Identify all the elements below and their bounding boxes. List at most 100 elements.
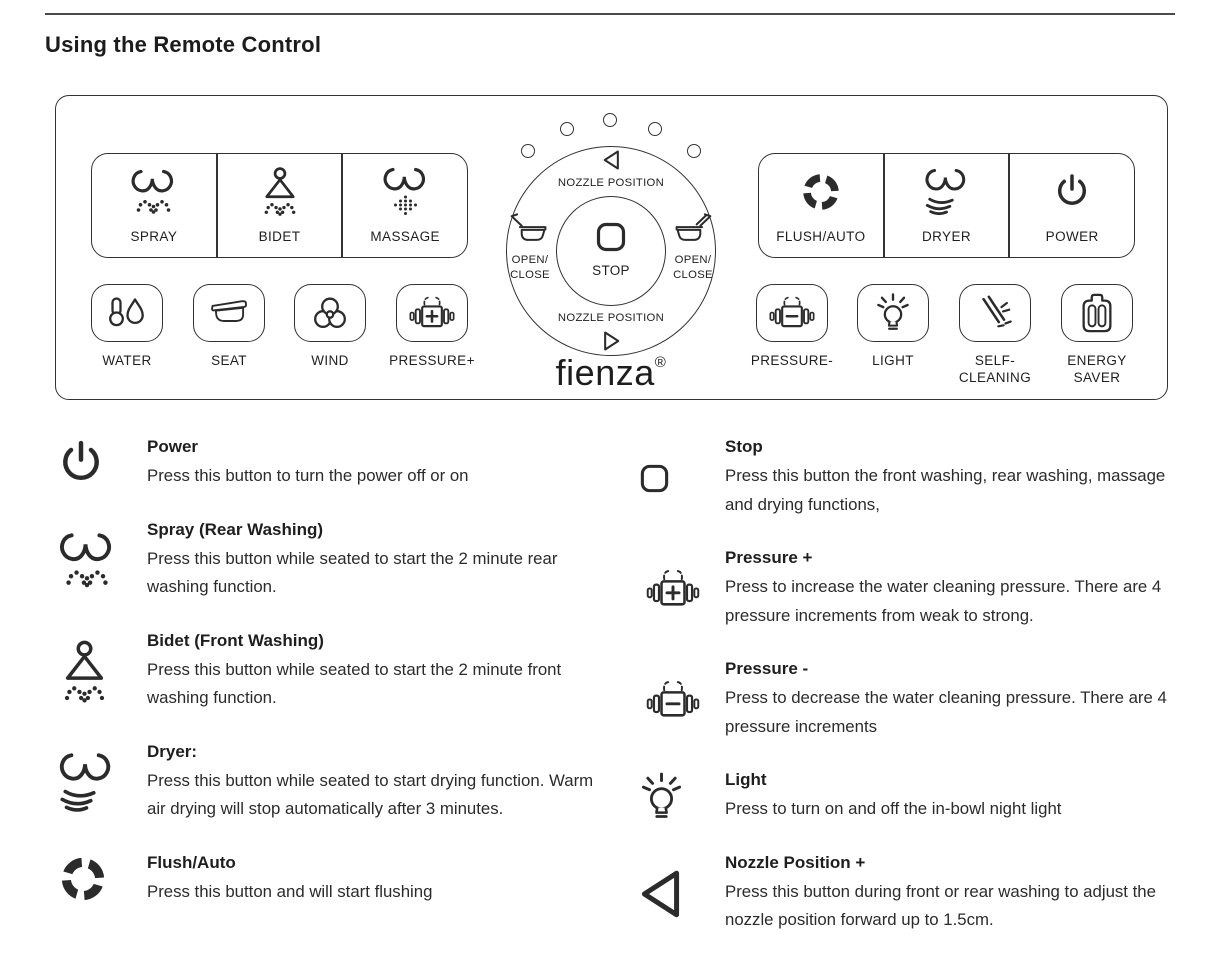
legend-item-pressure-plus: Pressure + Press to increase the water c… [635,548,1180,630]
legend-item-pressure-minus: Pressure - Press to decrease the water c… [635,659,1180,741]
self-cleaning-button [959,284,1031,342]
legend-body: Press this button while seated to start … [147,548,558,597]
led-indicator [648,122,662,136]
seat-button-wrap: SEAT [193,284,265,368]
legend-body: Press this button to turn the power off … [147,466,469,485]
massage-button: MASSAGE [341,154,467,257]
legend-body: Press this button while seated to start … [147,659,562,708]
spray-label: SPRAY [130,229,178,245]
legend-title: Stop [725,437,763,456]
legend-title: Bidet (Front Washing) [147,630,324,650]
wind-label: WIND [311,353,349,368]
remote-control-panel: SPRAY BIDET MASSAGE WATER SEAT [55,95,1168,400]
water-button-wrap: WATER [91,284,163,368]
light-label: LIGHT [872,353,914,368]
legend-item-spray: Spray (Rear Washing) Press this button w… [55,520,603,602]
nozzle-position-bottom-label: NOZZLE POSITION [557,312,665,324]
bidet-button: BIDET [215,154,342,257]
legend-body: Press this button and will start flushin… [147,881,433,901]
legend-item-nozzle-position: Nozzle Position + Press this button duri… [635,853,1180,935]
legend-title: Pressure - [725,659,809,678]
stop-icon [594,220,628,254]
legend-title: Flush/Auto [147,852,236,872]
pressure-minus-button-wrap: PRESSURE- [751,284,833,368]
legend-body: Press this button while seated to start … [147,770,594,819]
seat-open-close-left-icon [508,213,550,244]
nozzle-forward-arrow-icon [602,330,621,352]
button-group-top-right: FLUSH/AUTO DRYER POWER [758,153,1135,258]
dryer-label: DRYER [922,229,972,245]
pressure-plus-button-wrap: PRESSURE+ [389,284,474,368]
flush-icon [759,154,883,229]
pressure-minus-icon [762,294,822,332]
legend-title: Dryer: [147,741,198,761]
light-icon [874,292,912,334]
dryer-icon [55,751,147,814]
spray-icon [55,531,147,590]
legend-body: Press this button during front or rear w… [725,881,1156,930]
wind-button-wrap: WIND [294,284,366,368]
registered-mark: ® [654,354,667,371]
stop-icon [635,462,725,495]
bidet-label: BIDET [258,229,301,245]
pressure-minus-button [756,284,828,342]
legend-item-flush: Flush/Auto Press this button and will st… [55,853,603,907]
water-label: WATER [102,353,152,368]
power-icon [1010,154,1134,229]
light-button [857,284,929,342]
nozzle-back-arrow-icon [602,149,621,171]
legend-body: Press this button the front washing, rea… [725,466,1166,514]
light-icon [635,771,725,823]
massage-icon [343,154,467,229]
open-close-left-label: OPEN/ CLOSE [510,254,550,281]
self-cleaning-label: SELF- CLEANING [958,353,1032,385]
energy-saver-label: ENERGY SAVER [1067,353,1127,385]
legend-body: Press to turn on and off the in-bowl nig… [725,799,1062,818]
power-label: POWER [1045,229,1099,245]
flush-auto-button: FLUSH/AUTO [759,154,883,257]
open-close-right-label: OPEN/ CLOSE [673,254,713,281]
page-title: Using the Remote Control [45,32,322,57]
energy-saver-icon [1076,291,1118,335]
legend-column-right: Stop Press this button the front washing… [635,437,1180,958]
pressure-plus-icon [635,567,725,611]
power-icon [55,439,147,488]
legend-item-power: Power Press this button to turn the powe… [55,437,603,491]
brand-name: fienza [555,352,655,393]
seat-icon [207,297,251,329]
legend-title: Nozzle Position + [725,852,866,872]
spray-button: SPRAY [92,154,216,257]
top-rule [45,13,1175,15]
pressure-minus-label: PRESSURE- [750,353,834,368]
dryer-icon [885,154,1009,229]
legend-item-stop: Stop Press this button the front washing… [635,437,1180,519]
pressure-plus-icon [402,294,462,332]
self-cleaning-icon [976,294,1014,332]
led-indicator [603,113,617,127]
wind-icon [310,293,350,333]
led-indicator [521,144,535,158]
legend-title: Power [147,437,199,456]
energy-saver-button-wrap: ENERGY SAVER [1061,284,1133,385]
led-indicator [687,144,701,158]
pressure-plus-button [396,284,468,342]
water-icon [106,296,148,330]
legend-title: Spray (Rear Washing) [147,519,324,539]
light-button-wrap: LIGHT [857,284,929,368]
seat-button [193,284,265,342]
bidet-icon [218,154,342,229]
legend-title: Light [725,770,767,789]
flush-auto-label: FLUSH/AUTO [776,229,866,245]
pressure-plus-label: PRESSURE+ [389,353,475,368]
legend-body: Press to increase the water cleaning pre… [725,577,1162,625]
led-indicator [560,122,574,136]
seat-open-close-right-icon [672,213,714,244]
legend-item-dryer: Dryer: Press this button while seated to… [55,742,603,824]
button-group-top-left: SPRAY BIDET MASSAGE [91,153,468,258]
legend-body: Press to decrease the water cleaning pre… [725,688,1167,736]
pressure-minus-icon [635,678,725,722]
brand-logo: fienza® [511,352,711,394]
power-button: POWER [1008,154,1134,257]
wind-button [294,284,366,342]
